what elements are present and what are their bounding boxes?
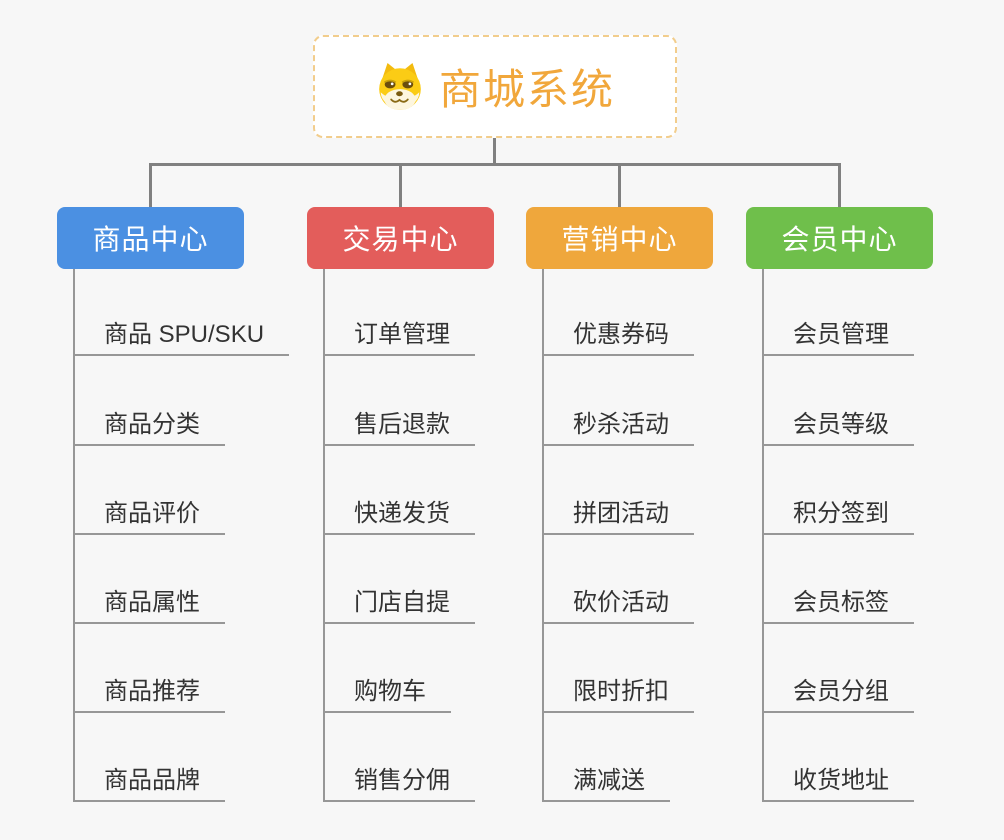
sub-topic-node[interactable]: 收货地址: [762, 766, 914, 802]
sub-topic-node[interactable]: 销售分佣: [323, 766, 475, 802]
sub-topic-node[interactable]: 满减送: [542, 766, 670, 802]
root-topic-node[interactable]: 商城系统: [313, 35, 677, 138]
sub-topic-node[interactable]: 秒杀活动: [542, 410, 694, 446]
sub-topic-node[interactable]: 商品品牌: [73, 766, 225, 802]
sub-topic-node[interactable]: 商品属性: [73, 588, 225, 624]
branch-drop-line: [618, 163, 621, 207]
sub-topic-node[interactable]: 售后退款: [323, 410, 475, 446]
sub-topic-node[interactable]: 商品 SPU/SKU: [73, 320, 290, 356]
root-connector-stub: [493, 138, 496, 166]
branch-node-2[interactable]: 交易中心: [307, 207, 494, 269]
branch-drop-line: [399, 163, 402, 207]
branch-node-4[interactable]: 会员中心: [746, 207, 933, 269]
branch-label: 会员中心: [781, 224, 898, 255]
branch-drop-line: [149, 163, 152, 207]
branch-spine-line: [542, 269, 544, 802]
sub-topic-node[interactable]: 会员标签: [762, 588, 914, 624]
branch-spine-line: [762, 269, 764, 802]
sub-topic-node[interactable]: 快递发货: [323, 499, 475, 535]
sub-topic-node[interactable]: 会员管理: [762, 320, 914, 356]
sub-topic-node[interactable]: 商品评价: [73, 499, 225, 535]
root-topic-title: 商城系统: [438, 66, 615, 113]
sub-topic-node[interactable]: 购物车: [323, 677, 451, 713]
sub-topic-node[interactable]: 商品推荐: [73, 677, 225, 713]
branch-label: 营销中心: [561, 224, 678, 255]
sub-topic-node[interactable]: 砍价活动: [542, 588, 694, 624]
branch-label: 交易中心: [342, 224, 459, 255]
branch-label: 商品中心: [92, 224, 209, 255]
branch-spine-line: [73, 269, 75, 802]
branch-rail-line: [149, 163, 841, 166]
branch-node-3[interactable]: 营销中心: [526, 207, 713, 269]
sub-topic-node[interactable]: 限时折扣: [542, 677, 694, 713]
sub-topic-node[interactable]: 订单管理: [323, 320, 475, 356]
sub-topic-node[interactable]: 门店自提: [323, 588, 475, 624]
sub-topic-node[interactable]: 优惠券码: [542, 320, 694, 356]
sub-topic-node[interactable]: 商品分类: [73, 410, 225, 446]
sub-topic-node[interactable]: 拼团活动: [542, 499, 694, 535]
branch-drop-line: [838, 163, 841, 207]
doge-icon: [379, 62, 421, 110]
branch-node-1[interactable]: 商品中心: [57, 207, 244, 269]
sub-topic-node[interactable]: 会员等级: [762, 410, 914, 446]
sub-topic-node[interactable]: 会员分组: [762, 677, 914, 713]
branch-spine-line: [323, 269, 325, 802]
sub-topic-node[interactable]: 积分签到: [762, 499, 914, 535]
